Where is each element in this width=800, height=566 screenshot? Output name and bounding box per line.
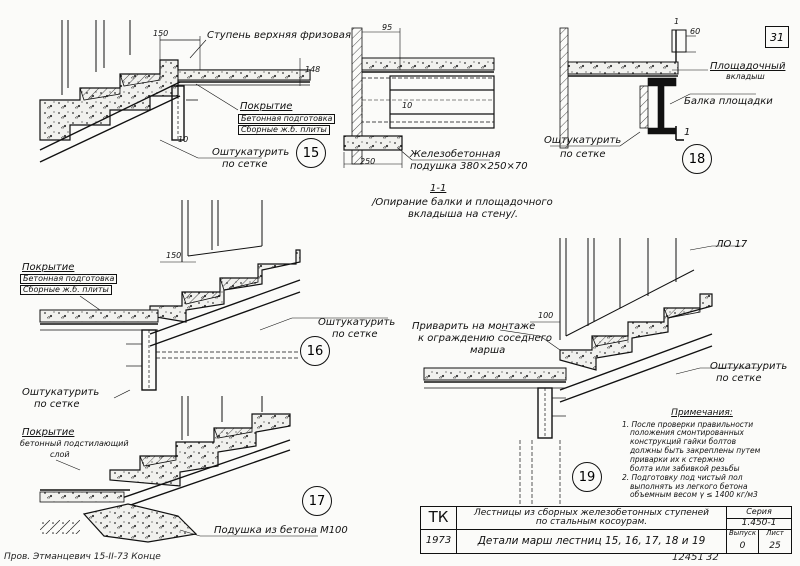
note-line: конструкций гайки болтов (630, 437, 737, 447)
d15-step-label: Ступень верхняя фризовая (207, 30, 351, 41)
tb-series-label: Серия (727, 507, 791, 519)
d16-plaster-left: Оштукатурить (22, 387, 100, 398)
d16-slabs: Сборные ж.б. плиты (20, 285, 112, 296)
d16-mesh-left: по сетке (34, 399, 80, 410)
note-line: должны быть закреплены путем (630, 446, 761, 456)
d19-dim-100: 100 (538, 311, 554, 320)
notes-block: Примечания: 1. После проверки правильнос… (622, 408, 782, 500)
d15-plaster: Оштукатурить (212, 147, 290, 158)
note-line: выполнять из легкого бетона (630, 481, 748, 491)
d17-detail-marker: 17 (302, 486, 332, 516)
detail-15 (39, 20, 311, 163)
sheet-number: 31 (765, 26, 789, 48)
s11-pad-size: подушка 380×250×70 (410, 161, 528, 172)
d16-concrete-prep: Бетонная подготовка (20, 274, 118, 285)
d19-mesh: по сетке (716, 373, 762, 384)
d16-plaster-right: Оштукатурить (318, 317, 396, 328)
d19-plaster: Оштукатурить (710, 361, 788, 372)
tb-issue-label: Выпуск (727, 529, 759, 542)
note-line: 1. После проверки правильности (622, 419, 754, 429)
note-line: болта или забивкой резьбы (630, 463, 740, 473)
d17-underlay-1: бетонный подстилающий (20, 439, 129, 448)
note-line: объемным весом γ ≤ 1400 кг/м3 (630, 490, 758, 500)
section-1-1 (343, 27, 495, 168)
doc-number: 12451 (672, 552, 704, 563)
s11-dim-250: 250 (360, 157, 376, 166)
tb-subtitle: Детали марш лестниц 15, 16, 17, 18 и 19 (457, 530, 727, 553)
d16-mesh-right: по сетке (332, 329, 378, 340)
tb-year: 1973 (421, 530, 457, 553)
detail-17 (39, 396, 318, 543)
notes-title: Примечания: (671, 408, 733, 418)
d15-dim-150: 150 (153, 29, 169, 38)
d15-dim-148: 148 (305, 65, 321, 74)
d19-detail-marker: 19 (572, 462, 602, 492)
d19-weld-1: Приварить на монтаже (412, 321, 536, 332)
d15-concrete-prep: Бетонная подготовка (238, 114, 336, 125)
tb-title-line2: по стальным косоурам. (535, 517, 648, 527)
d16-covering: Покрытие (22, 262, 75, 273)
d18-beam-label: Балка площадки (684, 96, 773, 107)
d16-dim-150: 150 (166, 251, 182, 260)
d17-underlay-2: слой (50, 450, 70, 459)
page-number: 32 (706, 552, 719, 563)
d17-covering: Покрытие (22, 427, 75, 438)
s11-pad-label: Железобетонная (410, 149, 501, 160)
note-line: приварки их к стержню (630, 454, 725, 464)
title-block: ТК 1973 Лестницы из сборных железобетонн… (420, 506, 792, 554)
d18-mesh: по сетке (560, 149, 606, 160)
d19-weld-2: к ограждению соседнего (418, 333, 553, 344)
approval-signature: Пров. Этманцевич 15-II-73 Конце (4, 552, 161, 562)
tb-sheet-value: 25 (769, 541, 781, 552)
s11-dim-10: 10 (402, 101, 413, 110)
d18-cut-1: 1 (684, 127, 691, 138)
note-line: положения смонтированных (630, 428, 744, 438)
s11-section-mark: 1-1 (430, 183, 447, 194)
detail-18 (550, 27, 756, 149)
d18-dim-60: 60 (690, 27, 701, 36)
s11-caption-line1: /Опирание балки и площадочного (372, 197, 553, 208)
s11-dim-95: 95 (382, 23, 393, 32)
d15-detail-marker: 15 (296, 138, 326, 168)
tb-title: Лестницы из сборных железобетонных ступе… (457, 507, 727, 530)
d18-plaster: Оштукатурить (544, 135, 622, 146)
d18-insert-label-2: вкладыш (726, 72, 765, 81)
d17-pad: Подушка из бетона М100 (214, 525, 348, 536)
tb-tk: ТК (421, 507, 457, 530)
detail-16 (39, 200, 388, 399)
d18-detail-marker: 18 (682, 144, 712, 174)
d19-weld-3: марша (470, 345, 506, 356)
d15-mesh: по сетке (222, 159, 268, 170)
tb-issue-value: 0 (727, 541, 759, 553)
note-line: 2. Подготовку под чистый пол (622, 472, 743, 482)
d15-covering: Покрытие (240, 101, 293, 112)
detail-19 (423, 238, 760, 506)
d15-slabs: Сборные ж.б. плиты (238, 125, 330, 136)
d18-dim-1: 1 (674, 17, 680, 26)
tb-series-value: 1.450-1 (727, 519, 791, 530)
d18-insert-label-1: Площадочный (710, 61, 786, 72)
tb-sheet-label: Лист (766, 529, 784, 537)
d19-lo17: ЛО 17 (716, 239, 748, 250)
s11-caption-line2: вкладыша на стену/. (408, 209, 519, 220)
tb-title-line1: Лестницы из сборных железобетонных ступе… (473, 507, 710, 518)
d16-detail-marker: 16 (300, 336, 330, 366)
d15-dim-10: 10 (178, 135, 189, 144)
